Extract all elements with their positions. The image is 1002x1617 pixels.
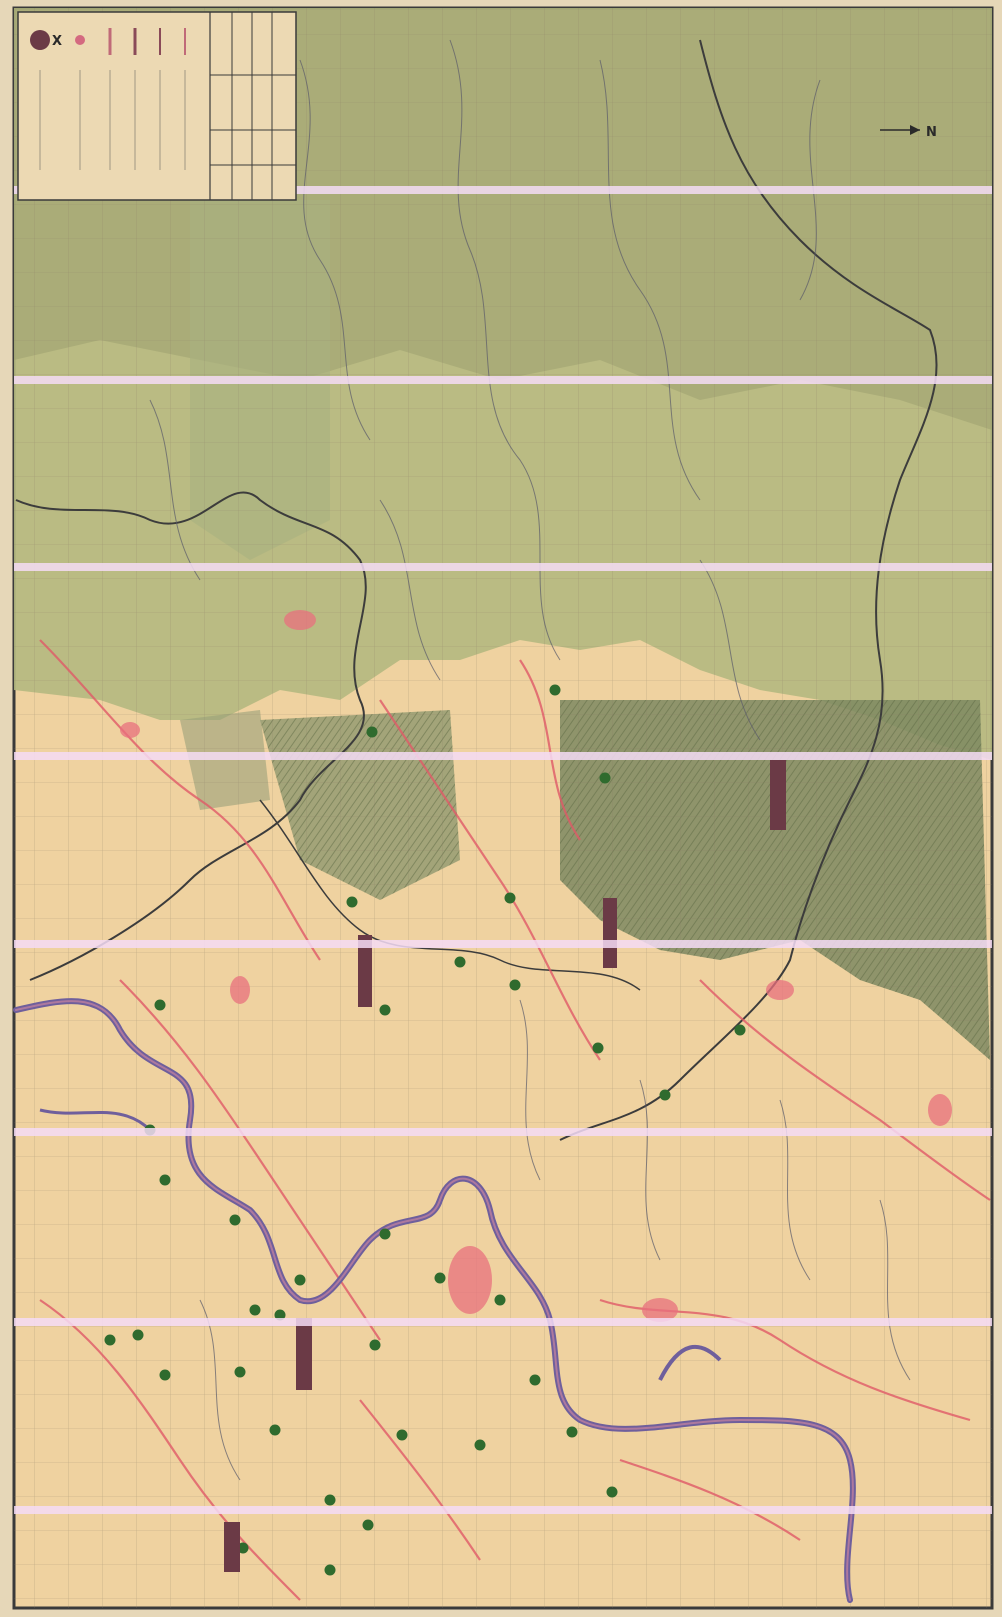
river-tributary [39, 1108, 152, 1132]
village-marker [324, 1494, 336, 1506]
village-marker [566, 1426, 578, 1438]
village-marker [154, 999, 166, 1011]
village-marker [132, 1329, 144, 1341]
village-marker [159, 1174, 171, 1186]
village-marker [249, 1304, 261, 1316]
district-boundary-west [15, 491, 367, 981]
village-marker [269, 1424, 281, 1436]
site-block [358, 935, 372, 1007]
village-marker [549, 684, 561, 696]
scan-bands [14, 186, 992, 1514]
village-marker [734, 1024, 746, 1036]
village-marker [659, 1089, 671, 1101]
site-blocks [224, 760, 786, 1572]
legend-site-symbol [30, 30, 50, 50]
settlement-patches [120, 610, 952, 1322]
road-network [39, 639, 991, 1601]
village-marker [366, 726, 378, 738]
village-marker [599, 772, 611, 784]
site-block [770, 760, 786, 830]
site-block [603, 898, 617, 968]
village-marker [346, 896, 358, 908]
village-marker [379, 1228, 391, 1240]
sub-boundary [259, 799, 641, 991]
legend-settlement-symbol [75, 35, 85, 45]
village-marker [237, 1542, 249, 1554]
village-marker [229, 1214, 241, 1226]
village-marker [294, 1274, 306, 1286]
river-oxbow [658, 1344, 722, 1381]
village-marker [274, 1309, 286, 1321]
river-bank [15, 1000, 854, 1601]
village-marker [606, 1486, 618, 1498]
village-marker [379, 1004, 391, 1016]
village-marker [434, 1272, 446, 1284]
village-marker [474, 1439, 486, 1451]
village-marker [504, 892, 516, 904]
village-marker [104, 1334, 116, 1346]
village-marker [592, 1042, 604, 1054]
village-marker [396, 1429, 408, 1441]
district-boundary-east [559, 39, 938, 1141]
village-marker [362, 1519, 374, 1531]
legend-marker-label: X [52, 34, 62, 49]
village-marker [234, 1366, 246, 1378]
legend-box: X [17, 11, 297, 201]
site-block [224, 1522, 240, 1572]
village-marker [369, 1339, 381, 1351]
village-marker [324, 1564, 336, 1576]
village-marker [509, 979, 521, 991]
stream-network [149, 39, 911, 1481]
village-marker [494, 1294, 506, 1306]
map-grid [14, 8, 992, 1608]
village-marker [159, 1369, 171, 1381]
village-marker [529, 1374, 541, 1386]
north-label: N [926, 125, 937, 140]
village-marker [454, 956, 466, 968]
north-arrow-icon: N [880, 125, 937, 140]
site-block [296, 1318, 312, 1390]
